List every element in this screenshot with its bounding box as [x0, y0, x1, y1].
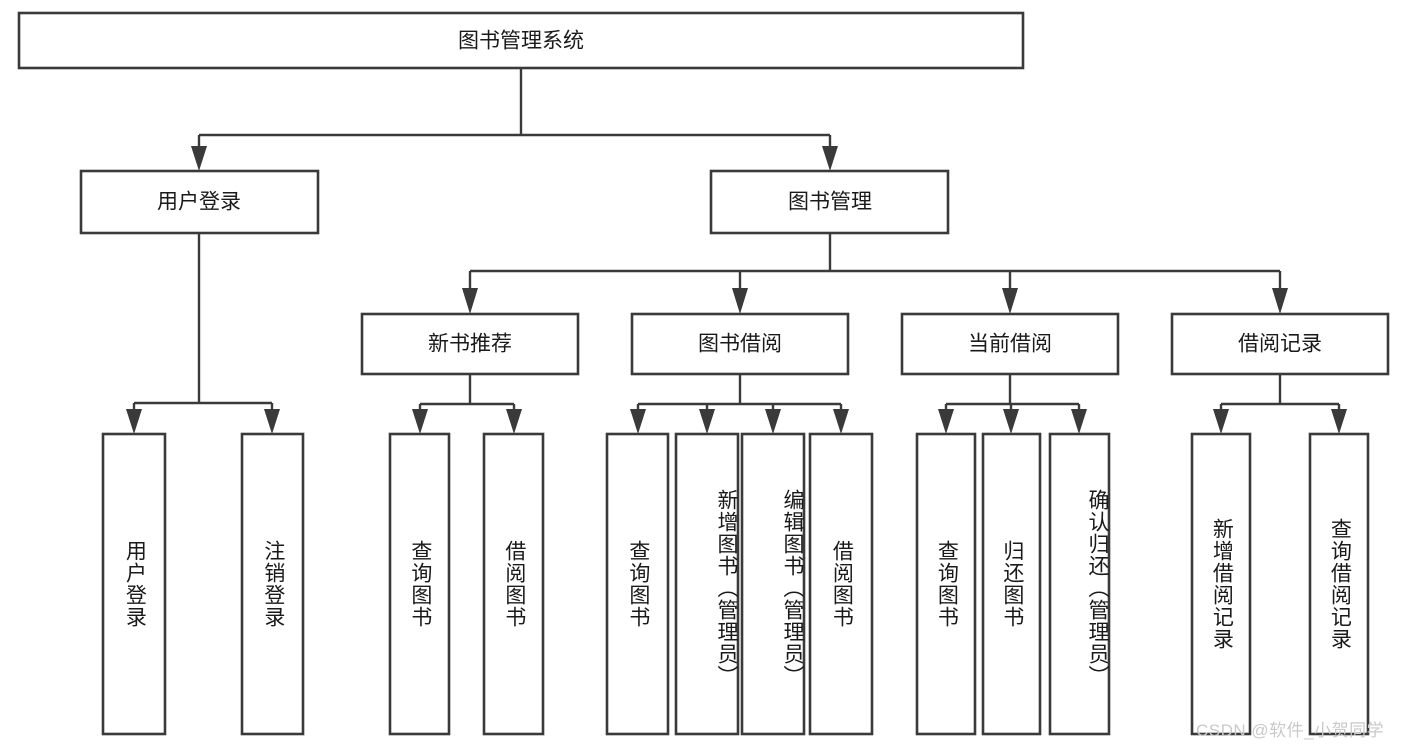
arrow-to-leaf-borrow-edit-book — [765, 409, 781, 434]
node-current-borrow[interactable]: 当前借阅 — [900, 312, 1120, 376]
node-current-borrow-label: 当前借阅 — [968, 333, 1052, 356]
arrow-to-new-book-rec — [462, 288, 478, 314]
node-user-login[interactable]: 用户登录 — [79, 169, 320, 235]
arrow-to-leaf-rec-borrow-book — [506, 409, 522, 434]
node-leaf-borrow-edit-book-box[interactable] — [740, 432, 806, 736]
node-borrow-record-label: 借阅记录 — [1238, 333, 1322, 356]
arrow-to-leaf-borrow-query-book — [630, 409, 646, 434]
node-leaf-rec-add-record-box[interactable] — [1190, 432, 1252, 736]
connectors-user-login-to-leaves — [126, 233, 280, 434]
node-root[interactable]: 图书管理系统 — [17, 11, 1025, 70]
connectors-book-borrow-to-leaves — [630, 374, 849, 434]
node-new-book-rec-label: 新书推荐 — [428, 333, 512, 356]
node-user-login-label: 用户登录 — [157, 191, 241, 214]
connectors-borrow-record-to-leaves — [1213, 374, 1347, 434]
node-book-manage-label: 图书管理 — [788, 191, 872, 214]
connectors-book-manage-to-level3 — [462, 233, 1288, 314]
node-book-borrow[interactable]: 图书借阅 — [630, 312, 850, 376]
arrow-to-book-borrow — [732, 288, 748, 314]
connectors-new-book-rec-to-leaves — [412, 374, 522, 434]
arrow-to-leaf-borrow-add-book — [699, 409, 715, 434]
arrow-to-leaf-rec-query-record — [1331, 409, 1347, 434]
connectors-current-borrow-to-leaves — [938, 374, 1087, 434]
arrow-to-leaf-user-logout — [264, 409, 280, 434]
node-leaf-borrow-add-book-box[interactable] — [674, 432, 740, 736]
arrow-to-leaf-cur-return-book — [1003, 409, 1019, 434]
node-leaf-user-logout-box[interactable] — [240, 432, 305, 736]
arrow-to-current-borrow — [1002, 288, 1018, 314]
node-user-login-box[interactable] — [79, 169, 320, 235]
node-leaf-borrow-lend-book-box[interactable] — [808, 432, 874, 736]
node-leaf-rec-query-book-box[interactable] — [388, 432, 451, 736]
node-leaf-borrow-query-book-box[interactable] — [605, 432, 670, 736]
csdn-watermark: CSDN @软件_小贺同学 — [1196, 721, 1385, 740]
arrow-to-leaf-cur-confirm-return — [1071, 409, 1087, 434]
node-book-manage-box[interactable] — [709, 169, 950, 235]
node-leaf-rec-borrow-book-box[interactable] — [482, 432, 545, 736]
node-book-borrow-box[interactable] — [630, 312, 850, 376]
node-new-book-rec-box[interactable] — [360, 312, 580, 376]
node-leaf-cur-query-book-box[interactable] — [915, 432, 977, 736]
arrow-to-leaf-rec-add-record — [1213, 409, 1229, 434]
node-leaf-rec-query-record-box[interactable] — [1308, 432, 1370, 736]
connectors-root-to-level2 — [191, 68, 838, 171]
node-leaf-cur-return-book-box[interactable] — [981, 432, 1042, 736]
node-root-box[interactable] — [17, 11, 1025, 70]
node-current-borrow-box[interactable] — [900, 312, 1120, 376]
node-borrow-record[interactable]: 借阅记录 — [1170, 312, 1390, 376]
arrow-to-leaf-user-login — [126, 409, 142, 434]
node-borrow-record-box[interactable] — [1170, 312, 1390, 376]
node-new-book-rec[interactable]: 新书推荐 — [360, 312, 580, 376]
node-leaf-cur-confirm-return-box[interactable] — [1048, 432, 1111, 736]
arrow-to-leaf-borrow-lend-book — [833, 409, 849, 434]
arrow-to-user-login — [191, 146, 207, 171]
node-book-manage[interactable]: 图书管理 — [709, 169, 950, 235]
arrow-to-leaf-cur-query-book — [938, 409, 954, 434]
node-book-borrow-label: 图书借阅 — [698, 333, 782, 356]
node-root-label: 图书管理系统 — [458, 30, 584, 53]
arrow-to-leaf-rec-query-book — [412, 409, 428, 434]
node-leaf-user-login-box[interactable] — [101, 432, 167, 736]
arrow-to-borrow-record — [1272, 288, 1288, 314]
arrow-to-book-manage — [822, 146, 838, 171]
